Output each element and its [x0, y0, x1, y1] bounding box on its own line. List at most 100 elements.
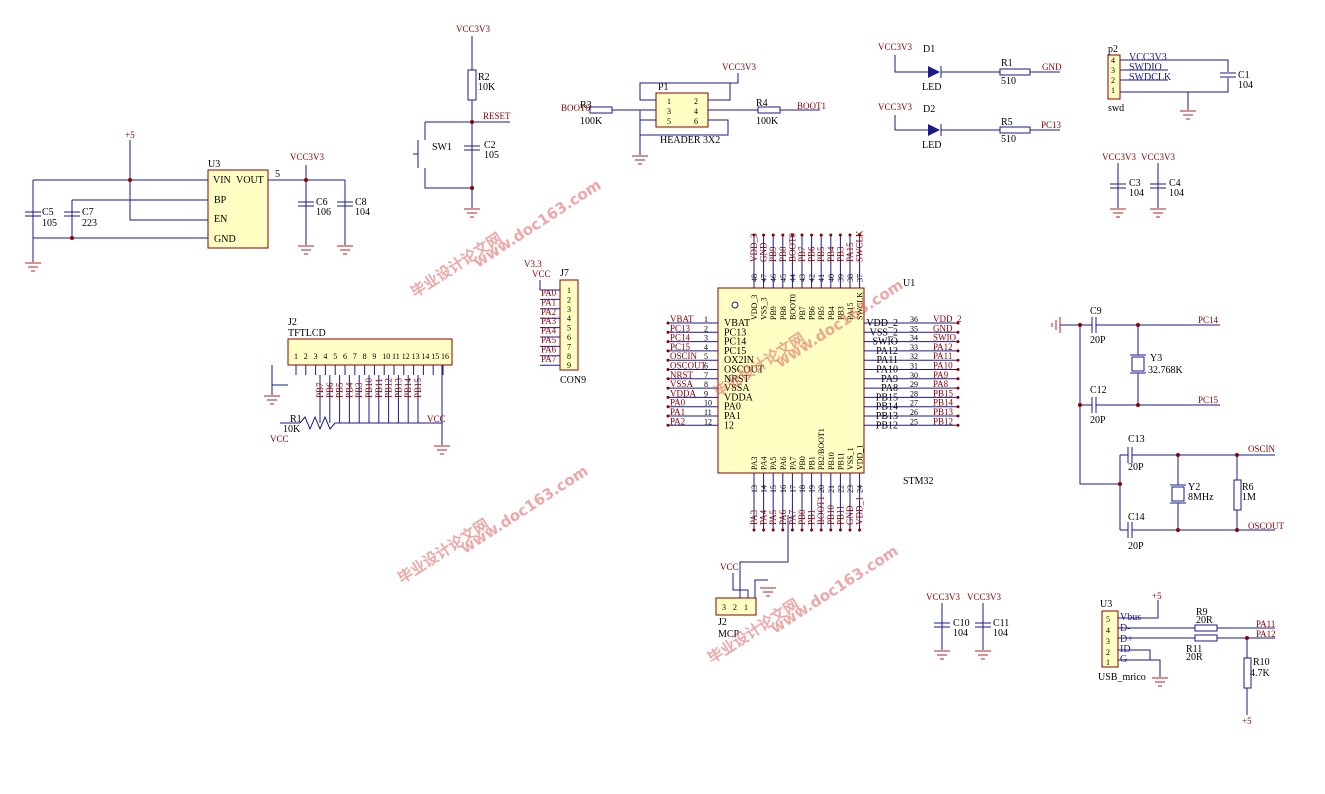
mcu-bottom-net: PB11: [835, 505, 845, 525]
tft-pin-number: 15: [431, 352, 439, 361]
svg-text:CON9: CON9: [560, 375, 586, 386]
mcu-pin-name: VSSA: [724, 383, 750, 394]
tft-pin-number: 16: [441, 352, 449, 361]
mcu-pin-name: PB4: [827, 306, 836, 320]
mcu-pin-name: NRST: [724, 374, 750, 385]
svg-text:1: 1: [744, 603, 748, 612]
svg-text:3: 3: [722, 603, 726, 612]
mcu-pin-name: OSCOUT: [724, 365, 764, 376]
svg-text:2: 2: [733, 603, 737, 612]
svg-text:5: 5: [667, 117, 671, 126]
svg-text:223: 223: [82, 218, 97, 229]
mcu-pin-number: 5: [704, 352, 708, 361]
mcu-pin-number: 44: [788, 274, 797, 282]
svg-text:3: 3: [1111, 66, 1115, 75]
mcu-pin-number: 1: [704, 315, 708, 324]
mcu-left-net: VBAT: [670, 314, 694, 324]
watermark: 毕业设计论文网: [394, 515, 492, 587]
mcu-pin-number: 31: [910, 362, 918, 371]
mcu-pin-name: BOOT0: [788, 294, 797, 320]
svg-text:SWDIO: SWDIO: [1129, 62, 1162, 73]
mcu-pin-name: PB7: [798, 306, 807, 320]
tft-net-label: PB7: [315, 382, 325, 398]
svg-text:104: 104: [993, 628, 1008, 639]
watermark: 毕业设计论文网: [407, 229, 505, 301]
j7-net-label: PA4: [541, 326, 557, 336]
svg-text:LED: LED: [922, 140, 941, 151]
svg-text:VCC: VCC: [720, 562, 739, 572]
svg-text:Y3: Y3: [1150, 353, 1162, 364]
mcu-top-net: PB8: [778, 246, 788, 262]
mcu-pin-number: 20: [817, 485, 826, 493]
mcu-pin-name: VSS_2: [870, 327, 898, 338]
mcu-bottom-net: PA7: [787, 509, 797, 525]
svg-text:10K: 10K: [478, 82, 496, 93]
mcu-pin-name: PC13: [724, 327, 746, 338]
mcu-pin-name: PC14: [724, 337, 746, 348]
svg-text:104: 104: [1238, 80, 1253, 91]
mcu-pin-name: VDD_1: [856, 445, 865, 470]
mcu-pin-name: PA10: [876, 365, 898, 376]
mcu-bottom-net: PA6: [778, 509, 788, 525]
mcu-left-net: PA1: [670, 407, 685, 417]
svg-text:BOOT0: BOOT0: [561, 103, 590, 113]
tft-net-label: PB3: [354, 382, 364, 398]
mcu-pin-name: PA4: [760, 457, 769, 471]
svg-text:USB_mrico: USB_mrico: [1098, 672, 1146, 683]
svg-text:6: 6: [694, 117, 698, 126]
j7-pin-number: 9: [567, 361, 571, 370]
mcu-top-net: PB5: [816, 246, 826, 262]
tft-net-label: PB14: [403, 377, 413, 398]
mcu-right-net: SWIO: [933, 333, 956, 343]
svg-text:VCC3V3: VCC3V3: [1129, 52, 1167, 63]
svg-text:C9: C9: [1090, 306, 1102, 317]
mcu-pin-number: 48: [750, 274, 759, 282]
mcu-pin-number: 29: [910, 380, 918, 389]
svg-text:R3: R3: [580, 100, 592, 111]
svg-text:VCC3V3: VCC3V3: [1141, 152, 1176, 162]
svg-text:HEADER 3X2: HEADER 3X2: [660, 135, 720, 146]
mcu-pin-name: PB0: [798, 456, 807, 470]
mcu-pin-name: PA8: [881, 383, 898, 394]
svg-text:20P: 20P: [1128, 462, 1144, 473]
j7-pin-number: 1: [567, 286, 571, 295]
mcu-pin-number: 4: [704, 343, 708, 352]
tft-net-label: PB13: [393, 377, 403, 398]
mcu-pin-number: 25: [910, 417, 918, 426]
svg-text:PC14: PC14: [1198, 315, 1219, 325]
mcu-pin-name: PA5: [769, 457, 778, 471]
tft-pin-number: 2: [304, 352, 308, 361]
tft-pin-number: 4: [323, 352, 327, 361]
svg-text:20R: 20R: [1186, 652, 1203, 663]
svg-text:105: 105: [484, 150, 499, 161]
svg-text:VIN: VIN: [213, 175, 231, 186]
svg-text:104: 104: [1169, 188, 1184, 199]
svg-text:510: 510: [1001, 134, 1016, 145]
mcu-pin-name: PC15: [724, 346, 746, 357]
mcu-right-net: PB14: [933, 398, 954, 408]
svg-text:VOUT: VOUT: [236, 175, 264, 186]
mcu-bottom-net: PB0: [797, 509, 807, 525]
mcu-right-net: GND: [933, 323, 953, 333]
mcu-pin-number: 8: [704, 380, 708, 389]
mcu-pin-name: PB14: [876, 402, 898, 413]
svg-text:J2: J2: [718, 617, 727, 628]
svg-text:4: 4: [694, 107, 698, 116]
j7-pin-number: 5: [567, 324, 571, 333]
svg-text:C3: C3: [1129, 178, 1141, 189]
svg-text:Y2: Y2: [1188, 482, 1200, 493]
mcu-pin-name: VSS_1: [846, 447, 855, 470]
j7-net-label: PA7: [541, 354, 557, 364]
mcu-pin-number: 34: [910, 334, 918, 343]
mcu-left-net: PC13: [670, 323, 691, 333]
svg-text:TFTLCD: TFTLCD: [288, 328, 326, 339]
svg-text:1M: 1M: [1242, 492, 1256, 503]
svg-text:104: 104: [1129, 188, 1144, 199]
mcu-pin-number: 12: [704, 417, 712, 426]
svg-text:R11: R11: [1186, 644, 1202, 655]
